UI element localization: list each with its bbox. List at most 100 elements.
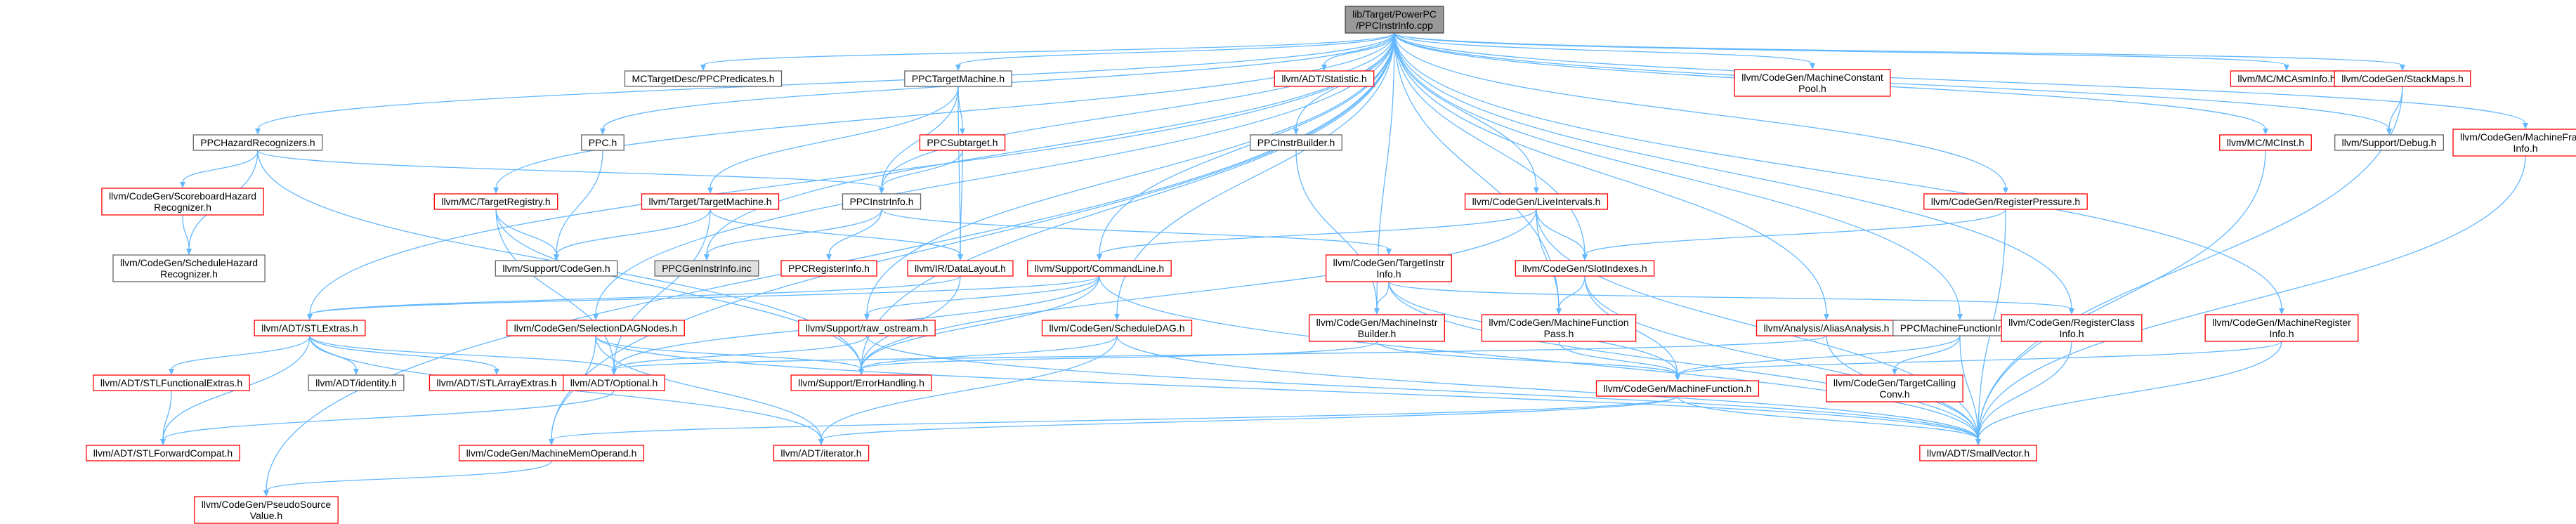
node-stl-extras[interactable]: llvm/ADT/STLExtras.h bbox=[254, 320, 366, 336]
node-ppc-machine-function-info[interactable]: PPCMachineFunctionInfo.h bbox=[1892, 320, 2027, 336]
edge-raw-ostream-to-adt-optional bbox=[613, 335, 868, 370]
node-label: llvm/CodeGen/PseudoSource bbox=[202, 499, 332, 510]
node-label: llvm/ADT/identity.h bbox=[315, 377, 397, 388]
node-raw-ostream[interactable]: llvm/Support/raw_ostream.h bbox=[798, 320, 936, 336]
node-box bbox=[563, 374, 665, 391]
node-schedule-dag[interactable]: llvm/CodeGen/ScheduleDAG.h bbox=[1041, 320, 1193, 336]
edge-root-to-ppc-hazard bbox=[257, 32, 1395, 130]
edge-arrowhead bbox=[2400, 65, 2405, 71]
edge-arrowhead bbox=[263, 490, 269, 497]
node-support-codegen[interactable]: llvm/Support/CodeGen.h bbox=[495, 260, 618, 277]
node-label: llvm/CodeGen/ScheduleHazard bbox=[120, 257, 258, 268]
node-scoreboard-hazard[interactable]: llvm/CodeGen/ScoreboardHazardRecognizer.… bbox=[101, 188, 264, 216]
edge-root-to-machine-frame-info bbox=[1394, 32, 2526, 124]
node-stl-array-extras[interactable]: llvm/ADT/STLArrayExtras.h bbox=[429, 374, 565, 391]
node-target-machine[interactable]: llvm/Target/TargetMachine.h bbox=[641, 193, 780, 210]
node-ppc-gen-instr-info[interactable]: PPCGenInstrInfo.inc bbox=[654, 260, 759, 277]
node-ppc-subtarget[interactable]: PPCSubtarget.h bbox=[919, 134, 1006, 151]
edge-ppc-machine-function-info-to-small-vector bbox=[1959, 335, 1979, 440]
node-label: Conv.h bbox=[1879, 388, 1909, 400]
edge-ppc-instr-builder-to-machine-instr-builder bbox=[1295, 150, 1378, 310]
node-register-pressure[interactable]: llvm/CodeGen/RegisterPressure.h bbox=[1923, 193, 2088, 210]
node-label: llvm/MC/TargetRegistry.h bbox=[441, 196, 550, 207]
edge-mc-inst-to-small-vector bbox=[1977, 150, 2266, 440]
node-label: llvm/CodeGen/MachineFunction bbox=[1489, 317, 1628, 328]
node-ppc-target-machine[interactable]: PPCTargetMachine.h bbox=[904, 70, 1012, 87]
edge-ir-data-layout-to-stl-extras bbox=[309, 275, 961, 315]
node-label: llvm/Support/CommandLine.h bbox=[1035, 263, 1164, 274]
edge-arrowhead bbox=[1824, 314, 1829, 320]
node-ppc-instr-info-h[interactable]: PPCInstrInfo.h bbox=[842, 193, 922, 210]
edge-arrowhead bbox=[353, 369, 359, 375]
edge-selection-dag-nodes-to-error-handling bbox=[595, 335, 862, 370]
edge-arrowhead bbox=[1957, 314, 1963, 320]
node-label: llvm/CodeGen/ScoreboardHazard bbox=[109, 190, 256, 202]
node-label: Info.h bbox=[1376, 268, 1401, 280]
node-stl-functional-extras[interactable]: llvm/ADT/STLFunctionalExtras.h bbox=[93, 374, 250, 391]
node-ppc-h[interactable]: PPC.h bbox=[581, 134, 625, 151]
edge-root-to-statistic bbox=[1323, 32, 1395, 66]
edge-adt-optional-to-stl-forward-compat bbox=[162, 390, 615, 440]
node-stack-maps[interactable]: llvm/CodeGen/StackMaps.h bbox=[2334, 70, 2471, 87]
edge-arrowhead bbox=[186, 249, 192, 255]
node-adt-iterator[interactable]: llvm/ADT/iterator.h bbox=[773, 445, 870, 461]
node-adt-identity[interactable]: llvm/ADT/identity.h bbox=[308, 374, 405, 391]
node-machine-frame-info[interactable]: llvm/CodeGen/MachineFrameInfo.h bbox=[2452, 129, 2576, 157]
node-adt-optional[interactable]: llvm/ADT/Optional.h bbox=[563, 374, 665, 391]
edge-target-registry-to-support-codegen bbox=[495, 209, 557, 256]
node-ppc-instr-builder[interactable]: PPCInstrBuilder.h bbox=[1250, 134, 1342, 151]
node-box bbox=[2334, 70, 2471, 87]
edge-arrowhead bbox=[2284, 65, 2289, 71]
edge-arrowhead bbox=[955, 65, 961, 71]
node-ir-data-layout[interactable]: llvm/IR/DataLayout.h bbox=[907, 260, 1014, 277]
node-alias-analysis[interactable]: llvm/Analysis/AliasAnalysis.h bbox=[1756, 320, 1897, 336]
node-small-vector[interactable]: llvm/ADT/SmallVector.h bbox=[1919, 445, 2037, 461]
node-label: llvm/CodeGen/RegisterPressure.h bbox=[1931, 196, 2080, 207]
node-label: llvm/CodeGen/MachineFunction.h bbox=[1604, 383, 1752, 394]
node-machine-function[interactable]: llvm/CodeGen/MachineFunction.h bbox=[1595, 380, 1760, 397]
node-mc-inst[interactable]: llvm/MC/MCInst.h bbox=[2219, 134, 2312, 151]
edge-target-instr-info-to-machine-instr-builder bbox=[1376, 281, 1390, 310]
node-support-debug[interactable]: llvm/Support/Debug.h bbox=[2334, 134, 2444, 151]
node-ppc-register-info[interactable]: PPCRegisterInfo.h bbox=[780, 260, 877, 277]
edge-arrowhead bbox=[549, 439, 554, 445]
node-ppc-hazard[interactable]: PPCHazardRecognizers.h bbox=[192, 134, 323, 151]
edge-arrowhead bbox=[1892, 369, 1897, 375]
edge-root-to-slot-indexes bbox=[1394, 32, 1586, 256]
node-box bbox=[433, 193, 558, 210]
node-command-line[interactable]: llvm/Support/CommandLine.h bbox=[1027, 260, 1172, 277]
edge-arrowhead bbox=[593, 314, 599, 320]
node-selection-dag-nodes[interactable]: llvm/CodeGen/SelectionDAGNodes.h bbox=[506, 320, 685, 336]
node-stl-forward-compat[interactable]: llvm/ADT/STLForwardCompat.h bbox=[86, 445, 240, 461]
node-root[interactable]: lib/Target/PowerPC/PPCInstrInfo.cpp bbox=[1345, 6, 1444, 34]
node-machine-mem-operand[interactable]: llvm/CodeGen/MachineMemOperand.h bbox=[458, 445, 645, 461]
node-label: llvm/ADT/STLFunctionalExtras.h bbox=[100, 377, 242, 388]
edge-stl-extras-to-adt-optional bbox=[309, 335, 615, 370]
edge-ppc-instr-info-h-to-ppc-register-info bbox=[828, 209, 882, 256]
edge-ppc-hazard-to-scoreboard-hazard bbox=[182, 150, 259, 183]
nodes-layer: lib/Target/PowerPC/PPCInstrInfo.cppMCTar… bbox=[86, 6, 2576, 524]
node-target-registry[interactable]: llvm/MC/TargetRegistry.h bbox=[433, 193, 558, 210]
node-ppc-predicates[interactable]: MCTargetDesc/PPCPredicates.h bbox=[624, 70, 783, 87]
edge-arrowhead bbox=[169, 369, 174, 375]
node-mc-asm-info[interactable]: llvm/MC/MCAsmInfo.h bbox=[2230, 70, 2343, 87]
node-box bbox=[112, 254, 266, 282]
node-error-handling[interactable]: llvm/Support/ErrorHandling.h bbox=[790, 374, 932, 391]
node-slot-indexes[interactable]: llvm/CodeGen/SlotIndexes.h bbox=[1515, 260, 1655, 277]
node-live-intervals[interactable]: llvm/CodeGen/LiveIntervals.h bbox=[1464, 193, 1609, 210]
edge-target-registry-to-error-handling bbox=[495, 209, 862, 370]
edge-stack-maps-to-small-vector bbox=[1977, 86, 2403, 440]
edge-target-machine-to-ir-data-layout bbox=[710, 209, 961, 256]
node-statistic[interactable]: llvm/ADT/Statistic.h bbox=[1274, 70, 1375, 87]
edge-target-instr-info-to-register-class-info bbox=[1388, 281, 2072, 310]
node-box bbox=[773, 445, 870, 461]
